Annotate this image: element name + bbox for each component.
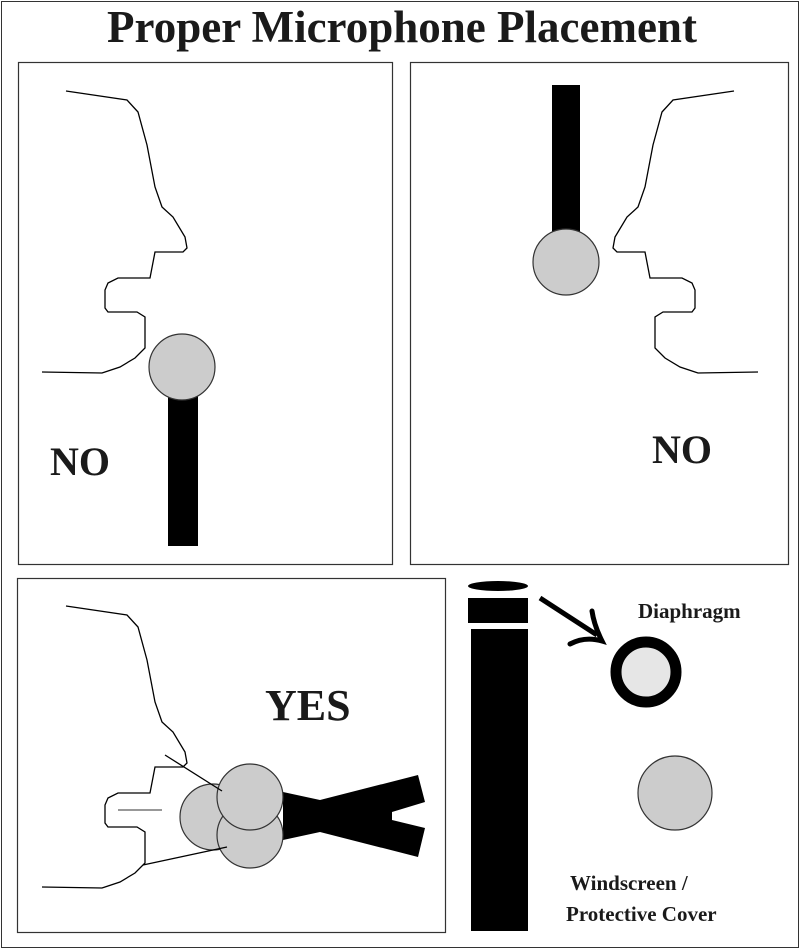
diaphragm-label: Diaphragm: [638, 599, 741, 623]
pointer-line: [142, 846, 228, 866]
pointer-line: [164, 754, 223, 792]
mic-head: [216, 763, 284, 831]
diaphragm-icon: [610, 636, 682, 708]
mic-head: [532, 228, 600, 296]
page-title: Proper Microphone Placement: [107, 2, 697, 52]
verdict-label: NO: [50, 439, 110, 484]
mic-handles: [283, 775, 425, 857]
panel-frame: [409, 61, 790, 566]
mic-anatomy-legend: Diaphragm Windscreen / Protective Cover: [468, 581, 741, 931]
windscreen-label-line1: Windscreen /: [570, 871, 689, 895]
arrow-icon: [538, 595, 607, 647]
panel-no-below: NO: [17, 61, 394, 566]
mic-top-section: [468, 598, 528, 623]
mic-handle: [168, 385, 198, 546]
verdict-label: YES: [265, 681, 351, 730]
panel-frame: [17, 61, 394, 566]
panel-no-above: NO: [409, 61, 790, 566]
panel-frame: [16, 577, 447, 934]
mic-cap: [468, 581, 528, 591]
windscreen-label-line2: Protective Cover: [566, 902, 717, 926]
windscreen-icon: [637, 755, 713, 831]
mic-body: [471, 629, 528, 931]
panel-yes: YES: [16, 577, 447, 934]
verdict-label: NO: [652, 427, 712, 472]
mic-handle: [552, 85, 580, 250]
mic-head: [148, 333, 216, 401]
